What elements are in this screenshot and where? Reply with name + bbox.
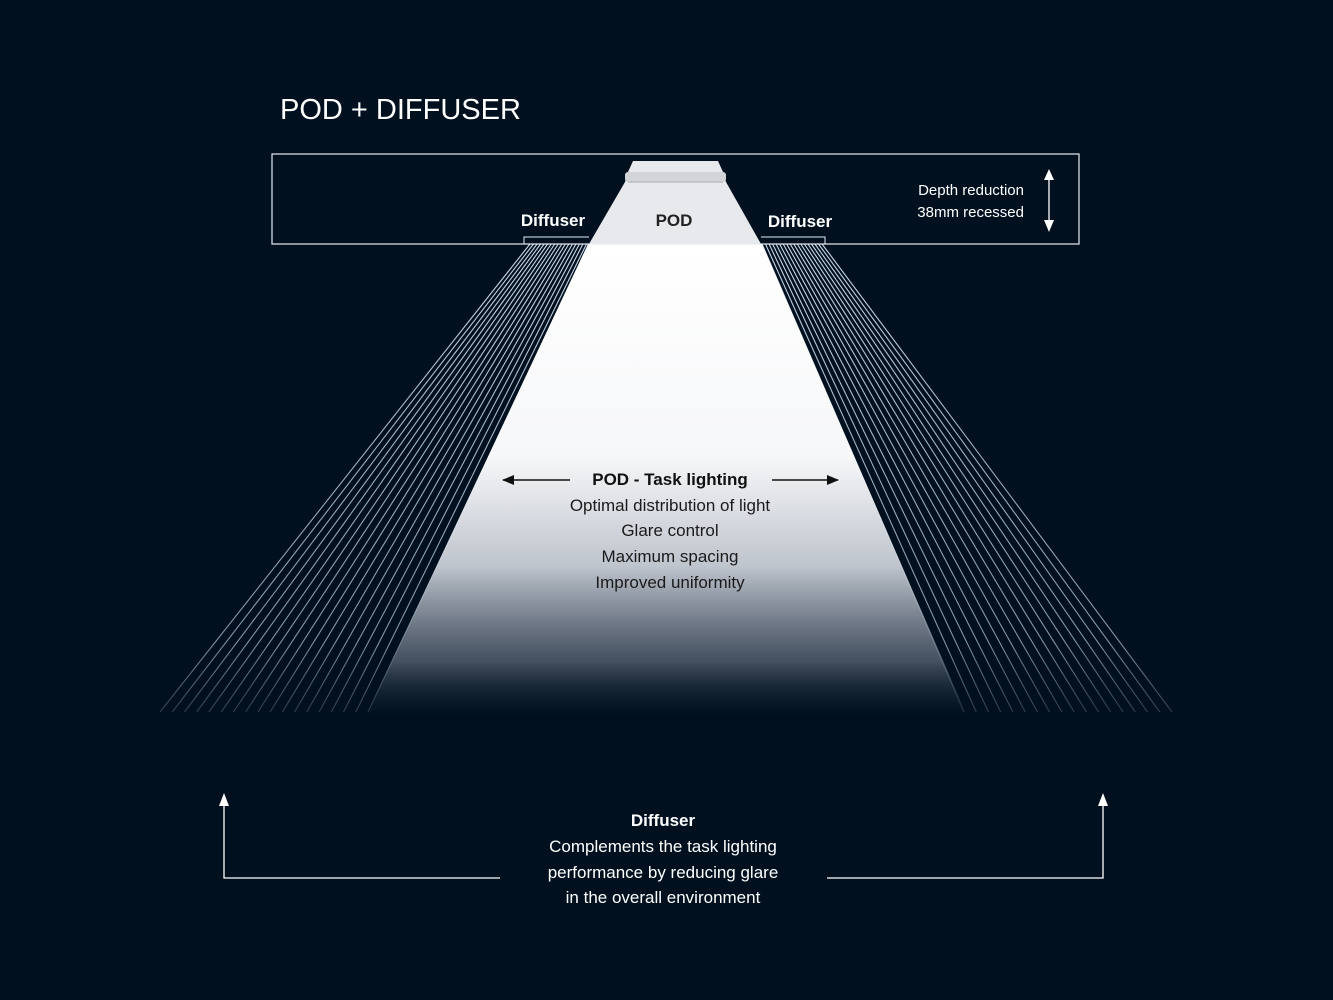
diffuser-bracket-right — [761, 236, 826, 244]
diffuser-light-line — [355, 243, 587, 713]
diffuser-light-line — [772, 243, 1002, 713]
diffuser-light-line — [306, 243, 573, 713]
task-lighting-heading: POD - Task lighting — [592, 470, 748, 489]
task-point: Glare control — [621, 521, 718, 540]
diffuser-note-line: performance by reducing glare — [548, 863, 779, 882]
diffuser-label-right: Diffuser — [768, 212, 833, 231]
diagram-title: POD + DIFFUSER — [280, 94, 521, 126]
diffuser-light-line — [208, 243, 545, 713]
diffuser-light-line — [343, 243, 584, 713]
diffuser-light-line — [159, 243, 531, 713]
diffuser-bracket-arrows-icon — [219, 793, 1108, 879]
diffuser-light-line — [810, 243, 1136, 713]
diffuser-note-line: Complements the task lighting — [549, 837, 777, 856]
diffuser-light-line — [793, 243, 1075, 713]
diffuser-light-line — [807, 243, 1124, 713]
task-point: Maximum spacing — [602, 547, 739, 566]
diffuser-label-left: Diffuser — [521, 211, 586, 230]
diffuser-light-line — [318, 243, 577, 713]
diffuser-light-line — [220, 243, 549, 713]
recess-depth-label: 38mm recessed — [917, 204, 1024, 221]
diffuser-light-line — [814, 243, 1148, 713]
diffuser-light-line — [232, 243, 552, 713]
task-point: Improved uniformity — [595, 573, 745, 592]
depth-double-arrow-icon — [1044, 169, 1054, 232]
diffuser-light-line — [171, 243, 534, 713]
diffuser-light-line — [184, 243, 538, 713]
depth-reduction-label: Depth reduction — [918, 182, 1024, 199]
diffuser-note-heading: Diffuser — [631, 811, 696, 830]
diffuser-light-line — [800, 243, 1100, 713]
diffuser-light-line — [281, 243, 566, 713]
diffuser-light-line — [796, 243, 1087, 713]
diffuser-light-line — [789, 243, 1063, 713]
pod-label: POD — [656, 211, 693, 230]
diffuser-light-line — [245, 243, 556, 713]
pod-light-beam — [365, 244, 968, 718]
diffuser-light-line — [196, 243, 542, 713]
diffuser-light-line — [764, 243, 977, 713]
diffuser-light-line — [821, 243, 1173, 713]
diffuser-light-line — [782, 243, 1038, 713]
diffuser-light-line — [775, 243, 1014, 713]
task-point: Optimal distribution of light — [570, 496, 771, 515]
diffuser-note-line: in the overall environment — [566, 888, 761, 907]
pod-luminaire-cap — [625, 172, 726, 182]
diffuser-light-line — [294, 243, 570, 713]
diffuser-light-line — [786, 243, 1051, 713]
diffuser-bracket-left — [523, 236, 589, 244]
diffuser-light-line — [330, 243, 580, 713]
task-lighting-arrows-icon — [502, 475, 839, 485]
diffuser-light-line — [779, 243, 1026, 713]
diffuser-light-line — [818, 243, 1161, 713]
diffuser-light-line — [803, 243, 1112, 713]
diffuser-light-line — [257, 243, 559, 713]
diffuser-light-line — [269, 243, 563, 713]
diffuser-light-line — [768, 243, 989, 713]
